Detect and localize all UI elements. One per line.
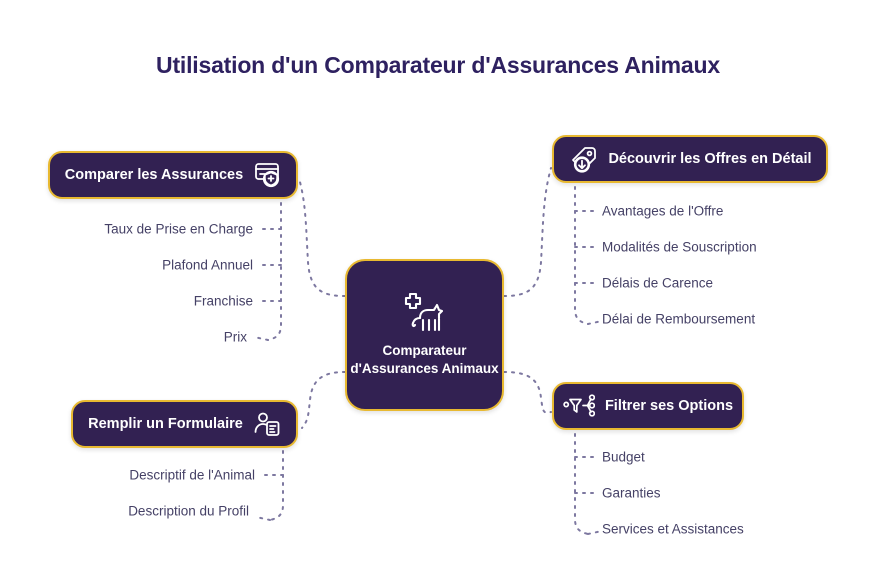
branch-node-filtrer[interactable]: Filtrer ses Options xyxy=(552,382,744,430)
spine-remplir xyxy=(269,442,284,521)
spine-decouvrir xyxy=(574,178,589,325)
branch-node-decouvrir[interactable]: Découvrir les Offres en Détail xyxy=(552,135,828,183)
center-node-label: Comparateur d'Assurances Animaux xyxy=(350,343,499,376)
branch-node-comparer-label: Comparer les Assurances xyxy=(64,167,244,183)
connector-center-comparer xyxy=(299,181,346,297)
branch-node-filtrer-label: Filtrer ses Options xyxy=(604,398,734,414)
stub-decouvrir-4 xyxy=(587,320,603,325)
branch-node-comparer[interactable]: Comparer les Assurances xyxy=(48,151,298,199)
sub-item-avantages[interactable]: Avantages de l'Offre xyxy=(602,203,724,219)
spine-comparer xyxy=(267,194,282,341)
stub-filtrer-3 xyxy=(587,530,603,535)
filter-funnel-nodes-icon xyxy=(563,393,595,419)
stub-comparer-4 xyxy=(253,336,269,341)
person-form-icon xyxy=(253,411,281,437)
sub-item-taux[interactable]: Taux de Prise en Charge xyxy=(104,221,253,237)
branch-node-remplir-label: Remplir un Formulaire xyxy=(88,416,243,432)
center-node[interactable]: Comparateur d'Assurances Animaux xyxy=(345,259,504,411)
connector-center-decouvrir xyxy=(503,167,552,297)
sub-item-delai-remboursement[interactable]: Délai de Remboursement xyxy=(602,311,756,327)
connector-center-remplir xyxy=(301,371,346,429)
dog-medical-cross-icon xyxy=(398,292,452,334)
sub-item-plafond[interactable]: Plafond Annuel xyxy=(162,257,253,273)
sub-item-delais-carence[interactable]: Délais de Carence xyxy=(602,275,714,291)
connector-center-filtrer xyxy=(503,371,552,414)
card-shield-icon xyxy=(253,162,281,188)
branch-node-decouvrir-label: Découvrir les Offres en Détail xyxy=(608,151,812,167)
tag-download-icon xyxy=(568,146,598,173)
sub-item-description-profil[interactable]: Description du Profil xyxy=(128,503,249,519)
sub-item-descriptif-animal[interactable]: Descriptif de l'Animal xyxy=(129,467,255,483)
stub-remplir-2 xyxy=(255,516,271,521)
branch-node-remplir[interactable]: Remplir un Formulaire xyxy=(71,400,298,448)
page-title: Utilisation d'un Comparateur d'Assurance… xyxy=(156,52,720,78)
sub-item-modalites[interactable]: Modalités de Souscription xyxy=(602,239,757,255)
spine-filtrer xyxy=(574,425,589,535)
sub-item-services[interactable]: Services et Assistances xyxy=(602,521,744,537)
sub-item-franchise[interactable]: Franchise xyxy=(193,293,253,309)
sub-item-budget[interactable]: Budget xyxy=(602,449,645,465)
sub-item-garanties[interactable]: Garanties xyxy=(602,485,661,501)
sub-item-prix[interactable]: Prix xyxy=(223,329,247,345)
